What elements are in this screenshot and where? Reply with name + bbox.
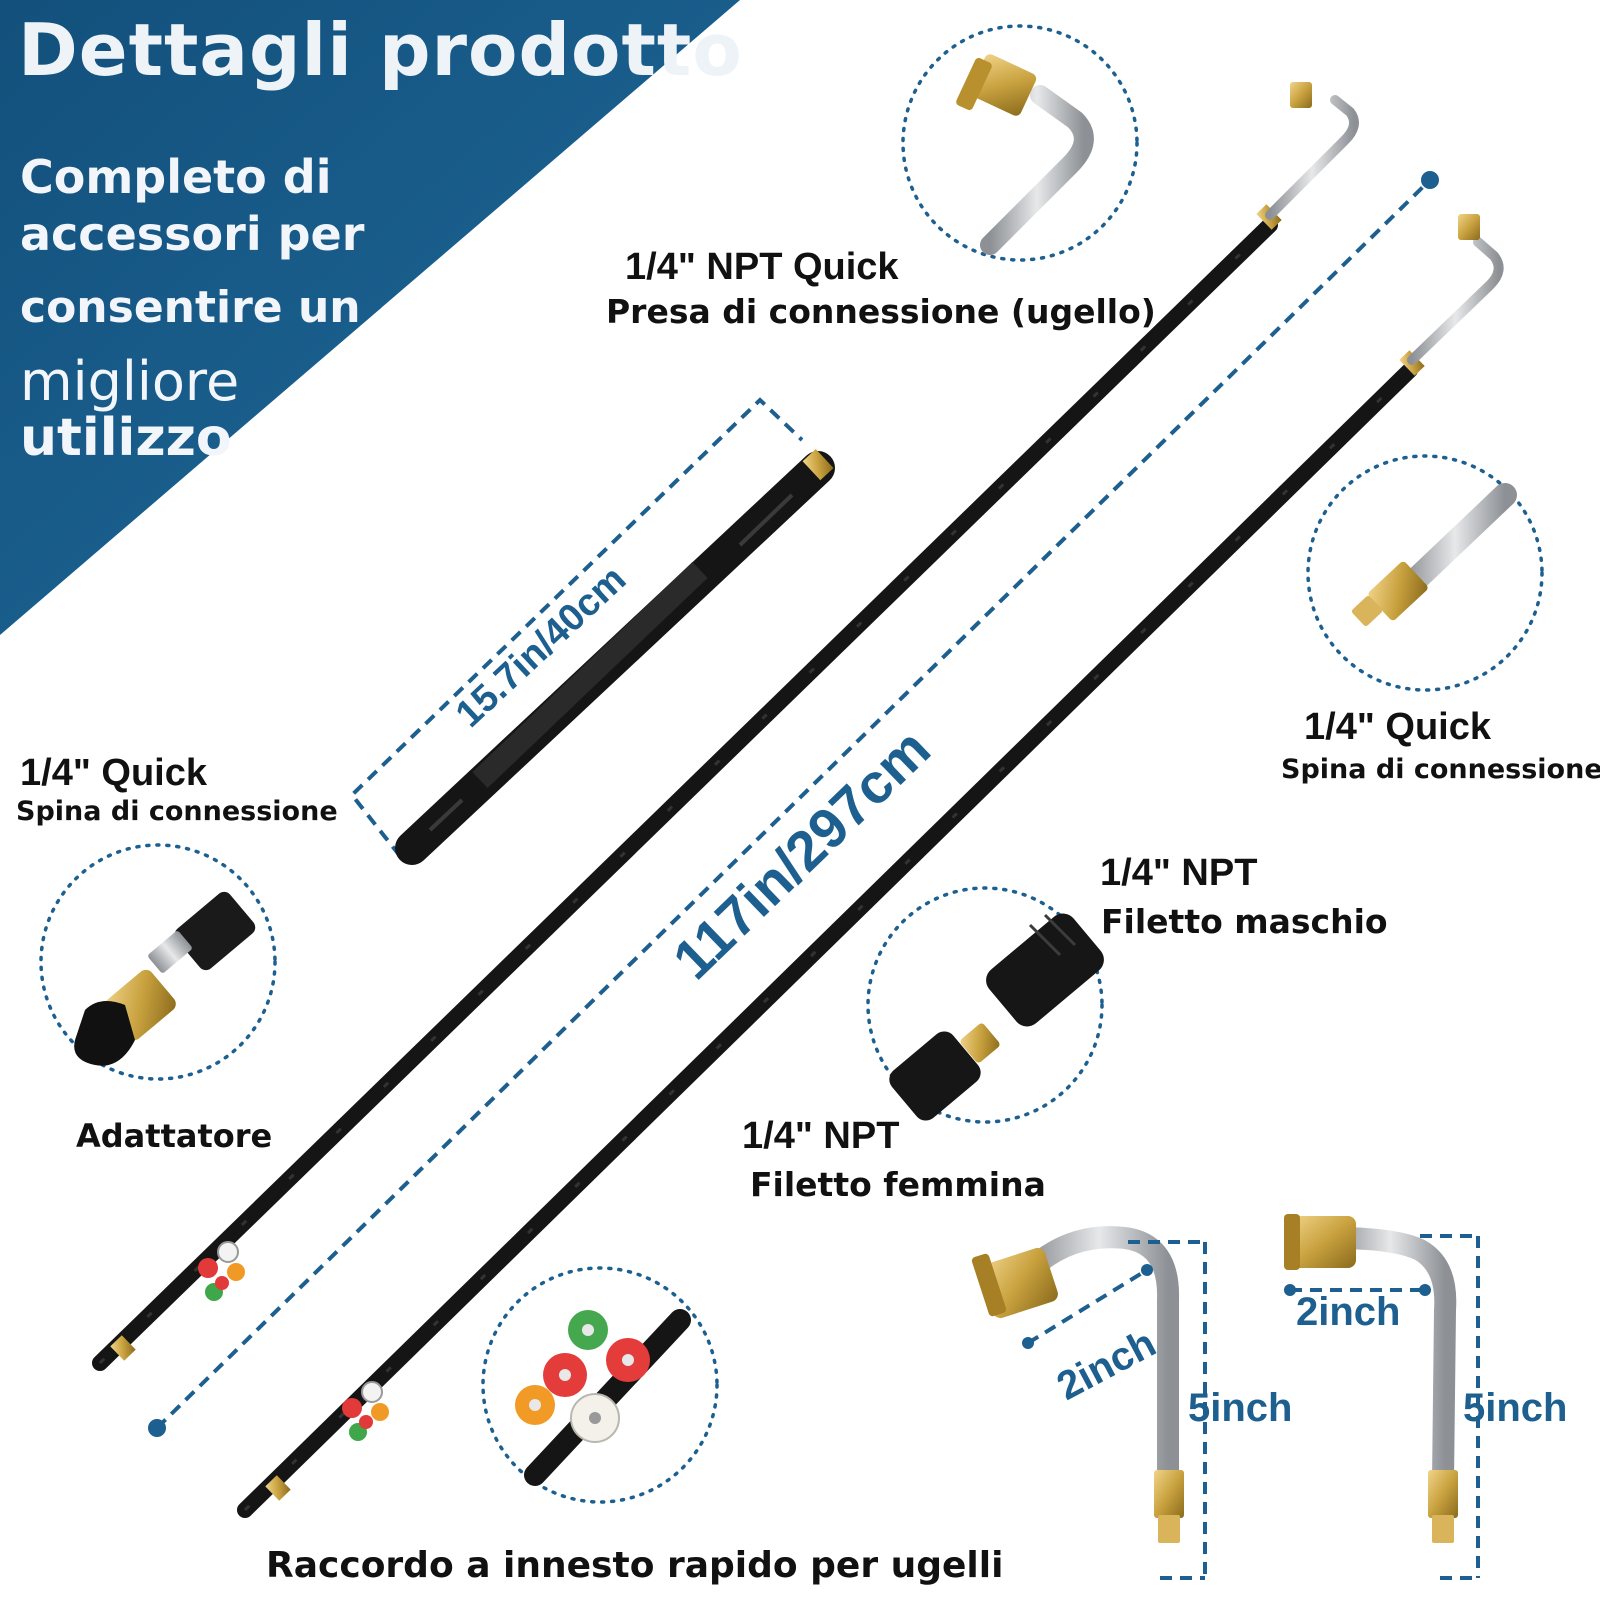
male-thread-desc: Filetto maschio (1101, 902, 1388, 941)
adapter-detail (39, 843, 277, 1081)
male-thread-title: 1/4" NPT (1100, 852, 1258, 894)
plug-left-title: 1/4" Quick (20, 752, 207, 794)
quick-plug-right-detail (1306, 454, 1544, 692)
short-wand-icon (395, 448, 835, 865)
long-wand-1-icon (92, 82, 1359, 1371)
thread-detail (866, 886, 1104, 1124)
bend-b-height-label: 5inch (1463, 1386, 1568, 1430)
nozzle-socket-title: 1/4" NPT Quick (625, 246, 899, 288)
bent-pipe-a-icon (971, 1226, 1207, 1580)
long-wand-dimension (148, 171, 1439, 1437)
nozzle-coupler-detail (481, 1266, 719, 1504)
page-title: Dettagli prodotto (18, 8, 743, 92)
female-thread-title: 1/4" NPT (742, 1115, 900, 1157)
subtitle-line-3: consentire un (20, 282, 361, 333)
plug-right-desc: Spina di connessione (1281, 754, 1600, 785)
adapter-label: Adattatore (76, 1117, 273, 1155)
long-wand-2-icon (237, 214, 1504, 1518)
nozzle-coupler-label: Raccordo a innesto rapido per ugelli (266, 1545, 1004, 1586)
bent-pipe-b-icon (1284, 1214, 1480, 1580)
subtitle-line-5: utilizzo (20, 408, 232, 468)
short-wand-dimension (349, 397, 804, 858)
subtitle-line-1: Completo di (20, 150, 332, 204)
female-thread-desc: Filetto femmina (750, 1165, 1046, 1204)
subtitle-line-4: migliore (20, 350, 240, 413)
header-banner (0, 0, 740, 635)
plug-left-desc: Spina di connessione (16, 796, 338, 827)
bend-a-height-label: 5inch (1188, 1386, 1293, 1430)
nozzle-socket-desc: Presa di connessione (ugello) (606, 292, 1156, 331)
nozzle-socket-detail (901, 24, 1139, 262)
plug-right-title: 1/4" Quick (1304, 706, 1491, 748)
bend-b-width-label: 2inch (1296, 1290, 1401, 1334)
subtitle-line-2: accessori per (20, 207, 365, 261)
